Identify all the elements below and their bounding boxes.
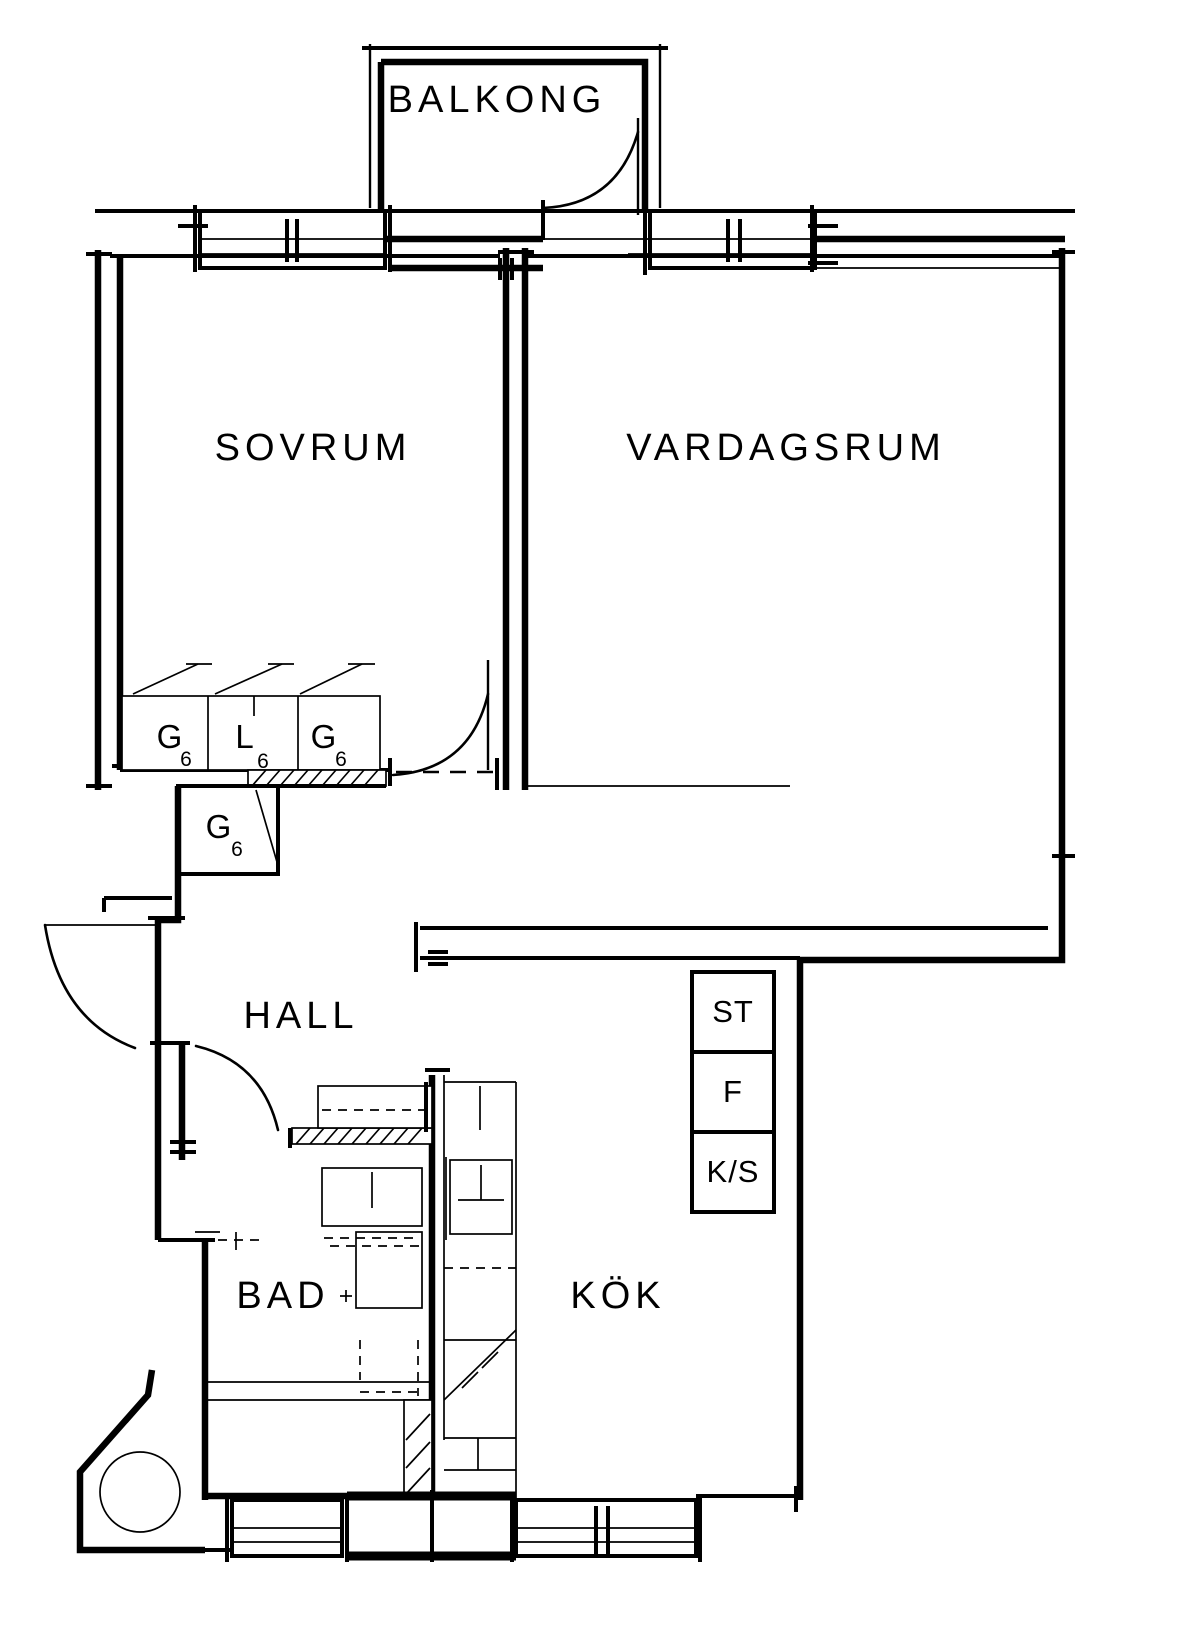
bottom-left-structure <box>76 1369 430 1554</box>
utility-label-f: F <box>723 1074 743 1109</box>
bottom-windows-group <box>205 1486 800 1562</box>
closet-door-ind-3 <box>299 663 363 695</box>
hall-door-swing <box>194 1044 280 1132</box>
room-label-vardagsrum: VARDAGSRUM <box>626 427 946 469</box>
closet-hall-door-ind <box>255 789 278 863</box>
window-sovrum <box>178 205 392 272</box>
closet-bank-outline <box>121 695 381 771</box>
bad-wc <box>355 1231 423 1309</box>
balcony-group: BALKONG <box>362 44 668 240</box>
room-label-balkong: BALKONG <box>388 79 607 121</box>
closet-label-g3: G <box>206 808 233 845</box>
utility-box-ks <box>690 1130 776 1214</box>
room-label-bad: BAD <box>236 1275 329 1317</box>
bad-upper-cabinet <box>317 1085 433 1129</box>
closet-label-g1: G <box>157 718 184 755</box>
utility-label-st: ST <box>712 994 754 1029</box>
chamfer-wall <box>76 1369 205 1554</box>
bad-corner-hatch <box>403 1399 433 1497</box>
closet-label-l: L <box>235 718 254 755</box>
vardagsrum-wall-right-lower <box>796 860 1066 1500</box>
utility-label-ks: K/S <box>707 1154 760 1189</box>
entrance-door-swing <box>43 923 137 1050</box>
closet-door-ind-2 <box>214 663 283 695</box>
window-kok <box>510 1494 800 1562</box>
closet-hall-outline <box>176 784 280 876</box>
closet-door-ind-1 <box>132 663 199 695</box>
bad-top-hatch <box>291 1127 433 1145</box>
closet-sub-g3: 6 <box>231 838 243 861</box>
closet-wall-hatch <box>247 769 387 787</box>
kok-stove <box>443 1329 517 1471</box>
room-label-kok: KÖK <box>570 1275 665 1317</box>
closet-label-g2: G <box>311 718 338 755</box>
room-label-hall: HALL <box>243 995 358 1037</box>
room-bad: BAD <box>201 1082 433 1500</box>
room-label-sovrum: SOVRUM <box>215 427 412 469</box>
utility-box-st <box>690 970 776 1054</box>
room-sovrum: SOVRUM <box>86 248 534 790</box>
balcony-door-swing <box>541 130 640 210</box>
utility-column-group: ST F K/S <box>690 970 776 1214</box>
closet-sub-g1: 6 <box>180 748 192 771</box>
balcony-wall <box>381 58 649 210</box>
top-exterior-wall-group <box>95 202 1075 280</box>
column-circle <box>99 1451 181 1533</box>
room-vardagsrum: VARDAGSRUM <box>414 248 1075 1500</box>
window-vardagsrum <box>543 202 838 275</box>
closet-sub-g2: 6 <box>335 748 347 771</box>
window-bad <box>205 1494 349 1562</box>
closet-bank-group: G 6 L 6 G 6 G 6 <box>121 663 387 876</box>
closet-sub-l: 6 <box>257 750 269 773</box>
